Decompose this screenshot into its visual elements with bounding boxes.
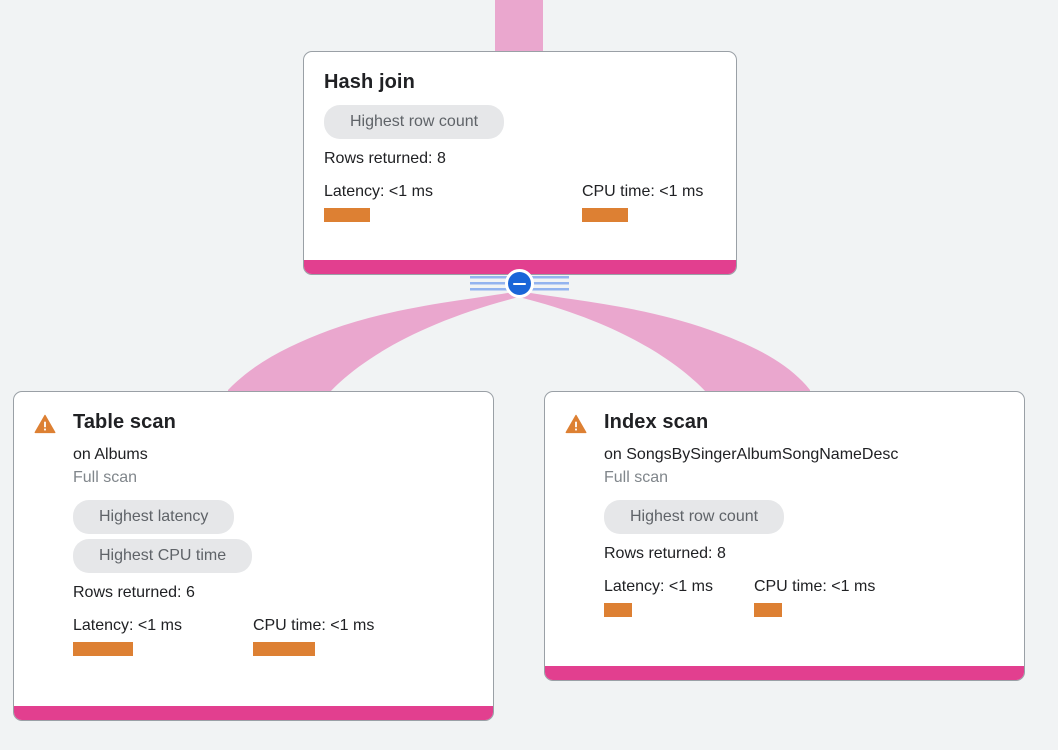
minus-icon (513, 282, 526, 285)
metric-cpu-time-bar (581, 208, 628, 222)
node-title: Hash join (324, 71, 415, 93)
metric-cpu-time-label: CPU time: <1 ms (753, 578, 876, 595)
node-chip-list: Highest latency Highest CPU time (73, 495, 473, 573)
plan-node-hash-join[interactable]: Hash join Highest row count Rows returne… (303, 51, 737, 275)
node-body: Table scan on Albums Full scan Highest l… (14, 392, 493, 706)
node-accent-bar (545, 666, 1024, 680)
metric-latency: Latency: <1 ms (73, 616, 182, 656)
metric-latency-bar (73, 642, 133, 656)
metric-cpu-time-bar (753, 603, 782, 617)
node-body: Hash join Highest row count Rows returne… (304, 52, 736, 260)
chip-highest-cpu-time[interactable]: Highest CPU time (73, 539, 253, 573)
node-accent-bar (14, 706, 493, 720)
node-rows-returned: Rows returned: 8 (324, 150, 446, 167)
metric-gap (182, 616, 253, 656)
metric-gap (713, 577, 754, 617)
node-header: Table scan on Albums Full scan Highest l… (34, 410, 473, 656)
metric-latency: Latency: <1 ms (324, 182, 433, 222)
chip-highest-latency[interactable]: Highest latency (73, 500, 235, 534)
metric-gap (433, 182, 582, 222)
metric-cpu-time: CPU time: <1 ms (753, 577, 876, 617)
metric-latency-label: Latency: <1 ms (324, 183, 433, 200)
plan-node-index-scan[interactable]: Index scan on SongsBySingerAlbumSongName… (544, 391, 1025, 681)
warning-icon (565, 414, 587, 434)
metric-latency-bar (324, 208, 370, 222)
node-header-text: Table scan on Albums Full scan Highest l… (73, 410, 473, 656)
metric-latency-label: Latency: <1 ms (73, 617, 182, 634)
metric-latency-label: Latency: <1 ms (604, 578, 713, 595)
node-accent-bar (304, 260, 736, 274)
node-metrics: Latency: <1 ms CPU time: <1 ms (324, 182, 716, 222)
metric-cpu-time: CPU time: <1 ms (581, 182, 704, 222)
node-header-text: Hash join (324, 70, 716, 94)
node-metrics: Latency: <1 ms CPU time: <1 ms (73, 616, 473, 656)
collapse-toggle-button[interactable] (505, 269, 534, 298)
node-chip-list: Highest row count (604, 495, 1004, 534)
warning-icon (34, 414, 56, 434)
chip-highest-row-count[interactable]: Highest row count (324, 105, 505, 139)
node-metrics: Latency: <1 ms CPU time: <1 ms (604, 577, 1004, 617)
metric-latency-bar (604, 603, 632, 617)
node-header-text: Index scan on SongsBySingerAlbumSongName… (604, 410, 1004, 617)
node-subtitle: on Albums (73, 446, 148, 463)
metric-cpu-time-label: CPU time: <1 ms (252, 617, 375, 634)
metric-cpu-time-label: CPU time: <1 ms (581, 183, 704, 200)
node-rows-returned: Rows returned: 6 (73, 584, 195, 601)
node-title: Table scan (73, 411, 176, 433)
edge-hashjoin-to-index-scan (519, 291, 810, 392)
node-subtitle: on SongsBySingerAlbumSongNameDesc (604, 446, 899, 463)
metric-cpu-time-bar (252, 642, 315, 656)
edge-hashjoin-to-table-scan (228, 291, 519, 392)
edge-incoming-root (495, 0, 543, 52)
chip-highest-row-count[interactable]: Highest row count (604, 500, 785, 534)
metric-cpu-time: CPU time: <1 ms (252, 616, 375, 656)
node-body: Index scan on SongsBySingerAlbumSongName… (545, 392, 1024, 666)
node-header: Hash join (324, 70, 716, 94)
node-chip-list: Highest row count (324, 100, 716, 139)
metric-latency: Latency: <1 ms (604, 577, 713, 617)
node-scan-type: Full scan (73, 469, 138, 486)
plan-node-table-scan[interactable]: Table scan on Albums Full scan Highest l… (13, 391, 494, 721)
node-rows-returned: Rows returned: 8 (604, 545, 726, 562)
node-scan-type: Full scan (604, 469, 669, 486)
node-header: Index scan on SongsBySingerAlbumSongName… (565, 410, 1004, 617)
node-title: Index scan (604, 411, 709, 433)
